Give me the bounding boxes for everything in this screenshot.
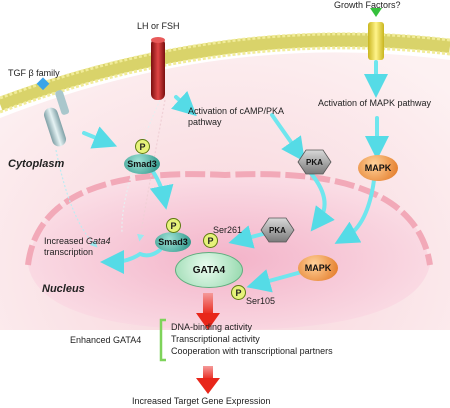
enhanced-gata4-label: Enhanced GATA4 [70,335,142,345]
bracket [159,318,166,362]
phospho-smad3-cytoplasm: P [135,139,150,154]
pka-hexagon-nucleus [260,217,295,243]
pka-nucleus: PKA [269,225,286,235]
increased-text: Increased [44,236,87,246]
target-gene-label: Increased Target Gene Expression [132,396,271,406]
smad3-cytoplasm: Smad3 [124,154,160,174]
lh-fsh-receptor [151,37,165,100]
mapk-nucleus: MAPK [298,255,338,281]
mapk-cytoplasm: MAPK [358,155,398,181]
plasma-membrane [0,32,450,114]
phospho-smad3-nucleus: P [166,218,181,233]
cytoplasm-label: Cytoplasm [8,158,65,170]
phospho-ser105: P [231,285,246,300]
phospho-ser261: P [203,233,218,248]
ser105-label: Ser105 [246,296,276,306]
tgf-family-label: TGF β family [8,68,60,78]
bottom-white [0,330,450,408]
gata4-protein: GATA4 [175,252,243,288]
red-arrows [196,293,220,394]
nuclear-envelope [25,171,433,266]
lh-fsh-label: LH or FSH [137,21,180,31]
ser261-label: Ser261 [213,225,243,235]
cooperation-label: Cooperation with transcriptional partner… [171,346,333,356]
tgf-receptor [36,77,70,147]
gata4-gene-text: Gata4 [86,236,111,246]
transcriptional-activity-label: Transcriptional activity [171,334,260,344]
mapk-pathway-label: Activation of MAPK pathway [318,98,432,108]
growth-factor-receptor [368,8,384,60]
pka-cytoplasm: PKA [306,157,323,167]
camp-pka-label-line2: pathway [188,117,222,127]
dna-binding-label: DNA-binding activity [171,322,253,332]
smad3-nucleus: Smad3 [155,232,191,252]
increased-transcription-line2: transcription [44,247,94,257]
growth-factors-label: Growth Factors? [334,0,401,10]
pka-hexagon-cytoplasm [297,149,332,175]
nucleus-label: Nucleus [42,283,85,295]
increased-transcription-line1: Increased Gata4 [44,236,111,247]
camp-pka-label-line1: Activation of cAMP/PKA [188,106,285,116]
